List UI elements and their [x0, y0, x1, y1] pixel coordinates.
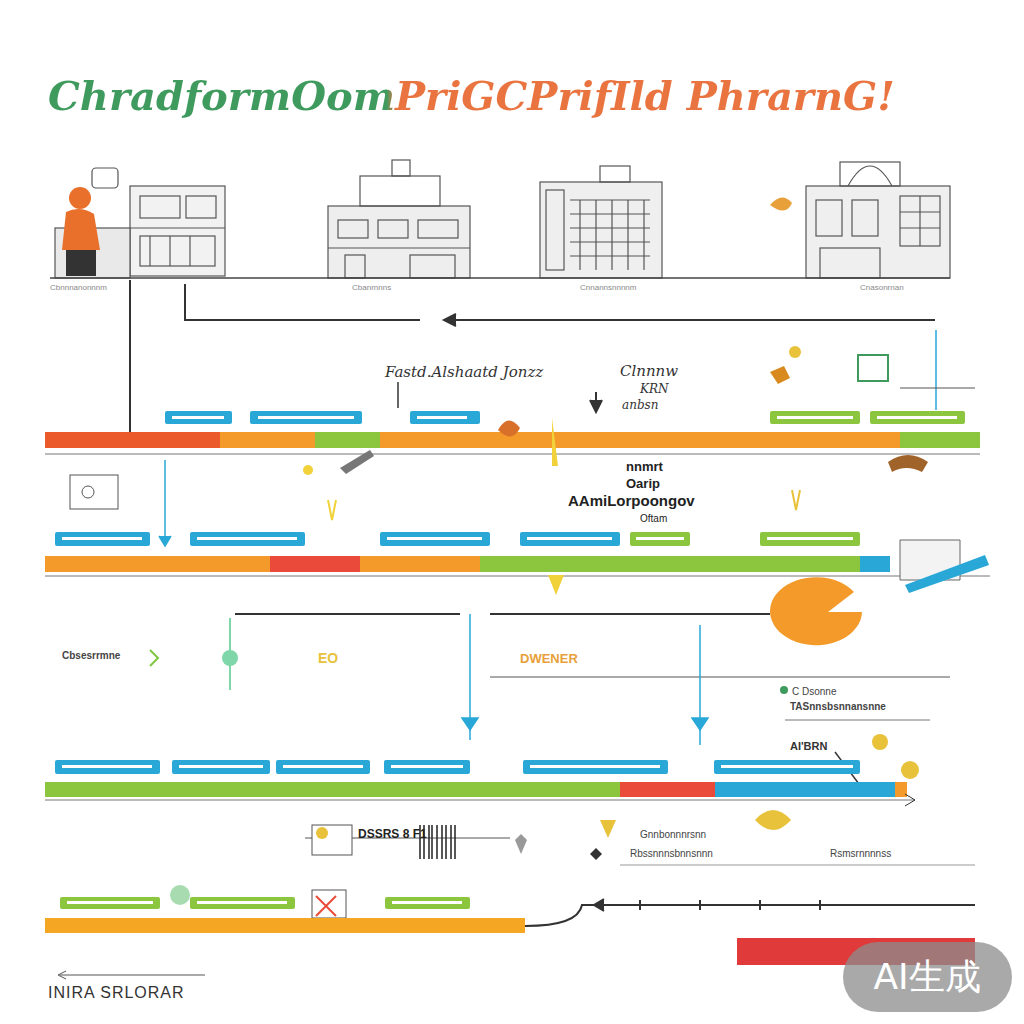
center-note: nnmrt — [626, 460, 663, 474]
factory-sketch — [55, 168, 225, 278]
phase-label: EO — [318, 651, 338, 666]
color-smudge — [303, 418, 928, 520]
flow-arrow — [159, 460, 171, 546]
side-note: TASnnsbsnnansnne — [790, 701, 886, 712]
handwritten-note: Fastd.Alshaatd Jonzz — [385, 364, 543, 381]
page-caption: INIRA SRLORAR — [48, 984, 185, 1002]
icon-sketch — [150, 650, 158, 666]
building-caption: Cbanrnnns — [352, 284, 391, 293]
leader-line — [935, 330, 937, 410]
milestone-tag — [55, 760, 860, 774]
flow-arrow — [462, 614, 708, 745]
milestone-tag — [55, 532, 860, 546]
watermark-pill — [843, 942, 1012, 1012]
pointer-arrow — [590, 392, 602, 412]
orange-circle — [770, 577, 862, 645]
icon-sketch — [70, 475, 118, 509]
handwritten-note: KRN — [640, 383, 669, 396]
person-figure — [62, 187, 100, 276]
ground-line — [50, 277, 950, 279]
side-note: Rbssnnnsbnnsnnn — [630, 848, 713, 859]
center-note: AAmiLorpoongov — [568, 493, 695, 510]
phase-label: DWENER — [520, 652, 578, 666]
icon-sketch — [548, 540, 989, 595]
icon-sketch — [780, 686, 930, 792]
handwritten-note: anbsn — [622, 399, 658, 412]
factory-sketch — [540, 166, 662, 278]
leader-line — [490, 677, 950, 678]
center-note: Oarip — [626, 477, 660, 491]
building-caption: Cbnnnanonnnm — [50, 284, 107, 293]
building-caption: Cnnannsnnnnm — [580, 284, 636, 293]
factory-sketch — [806, 162, 950, 278]
center-note: Oftam — [640, 513, 667, 524]
milestone-tag — [60, 890, 470, 918]
leader-line — [397, 382, 399, 408]
side-note: Cbsesrrmne — [62, 650, 120, 661]
timeline-band — [45, 782, 915, 806]
icon-sketch — [82, 486, 94, 498]
timeline-band — [45, 556, 990, 576]
item-code: DSSRS 8 F1 — [358, 828, 427, 841]
side-note: C Dsonne — [792, 686, 836, 697]
color-smudge — [770, 197, 792, 210]
side-note: AI'BRN — [790, 740, 827, 752]
side-note: Gnnbonnnrsnn — [640, 829, 706, 840]
flow-line — [235, 613, 770, 615]
icon-sketch — [170, 810, 975, 905]
side-note: Rsmsrnnnnss — [830, 848, 891, 859]
color-smudge — [222, 650, 238, 666]
icon-sketch — [770, 346, 975, 388]
caption-arrow — [58, 971, 205, 979]
building-caption: Cnasonrnan — [860, 284, 904, 293]
handwritten-note: Clnnnw — [620, 363, 678, 380]
factory-sketch — [328, 160, 470, 278]
flow-arrow — [130, 280, 935, 432]
flow-arrow — [525, 899, 975, 926]
timeline-band — [45, 918, 525, 933]
page-title: ChradformOomPriGCPrifIld PhrarnG! — [48, 72, 988, 119]
watermark: AI生成 — [873, 957, 980, 997]
milestone-tag — [165, 411, 965, 424]
